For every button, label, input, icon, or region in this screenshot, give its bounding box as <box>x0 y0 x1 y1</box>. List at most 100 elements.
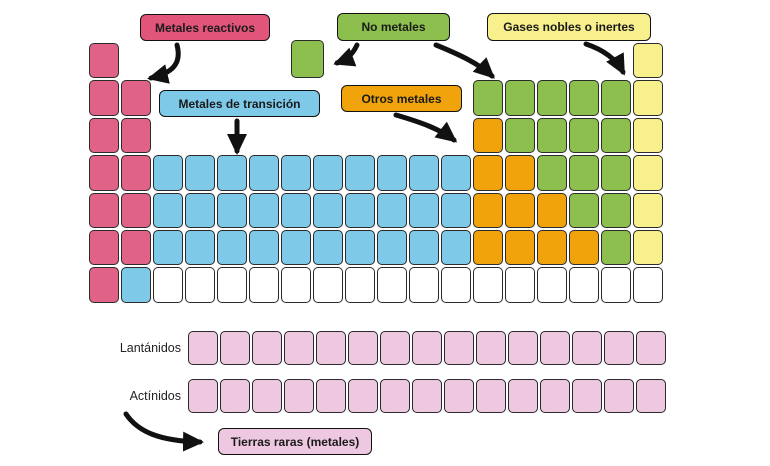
element-cell <box>348 331 378 365</box>
element-cell <box>473 267 503 303</box>
element-cell <box>569 155 599 191</box>
element-cell <box>185 192 215 228</box>
element-cell <box>444 331 474 365</box>
element-cell <box>601 117 631 154</box>
element-cell <box>313 155 343 191</box>
legend-metales-transicion: Metales de transición <box>159 90 320 117</box>
element-cell <box>377 229 407 266</box>
element-cell <box>249 155 279 191</box>
element-cell <box>217 155 247 191</box>
element-cell <box>636 379 666 413</box>
element-cell <box>249 267 279 303</box>
element-cell <box>540 331 570 365</box>
element-cell <box>441 267 471 303</box>
lanthanides-label: Lantánidos <box>119 341 181 355</box>
element-cell <box>188 379 218 413</box>
element-cell <box>217 229 247 266</box>
element-cell <box>316 331 346 365</box>
element-cell <box>313 267 343 303</box>
element-cell <box>441 229 471 266</box>
element-cell <box>537 155 567 191</box>
legend-metales-transicion-label: Metales de transición <box>178 96 301 111</box>
arrow-tierras-raras <box>123 411 204 452</box>
element-cell <box>604 379 634 413</box>
element-cell <box>252 331 282 365</box>
element-cell <box>505 192 535 228</box>
element-cell <box>601 192 631 228</box>
element-cell <box>569 192 599 228</box>
element-cell <box>89 155 119 191</box>
element-cell <box>508 331 538 365</box>
main-table <box>88 42 664 304</box>
element-cell <box>153 229 183 266</box>
element-cell <box>281 155 311 191</box>
element-cell <box>633 155 663 191</box>
element-cell <box>249 229 279 266</box>
element-cell <box>473 117 503 154</box>
element-cell <box>121 80 151 116</box>
element-cell <box>345 229 375 266</box>
element-cell <box>377 155 407 191</box>
legend-gases-nobles-label: Gases nobles o inertes <box>503 20 635 34</box>
element-cell <box>284 331 314 365</box>
element-cell <box>409 229 439 266</box>
element-cell <box>217 267 247 303</box>
element-cell <box>601 229 631 266</box>
element-cell <box>412 379 442 413</box>
element-cell <box>313 229 343 266</box>
element-cell <box>601 267 631 303</box>
lanthanides-row <box>187 330 667 366</box>
element-cell <box>441 155 471 191</box>
element-cell <box>121 117 151 154</box>
element-cell <box>377 192 407 228</box>
element-cell <box>473 192 503 228</box>
element-cell <box>89 80 119 116</box>
element-cell <box>185 155 215 191</box>
element-cell <box>249 192 279 228</box>
element-cell <box>473 229 503 266</box>
actinides-row <box>187 378 667 414</box>
element-cell <box>121 267 151 303</box>
element-cell <box>537 229 567 266</box>
element-cell <box>505 155 535 191</box>
element-cell <box>633 117 663 154</box>
element-cell <box>89 43 119 79</box>
element-cell <box>409 192 439 228</box>
legend-tierras-raras-label: Tierras raras (metales) <box>230 434 360 449</box>
element-cell <box>185 267 215 303</box>
element-cell <box>412 331 442 365</box>
element-cell <box>188 331 218 365</box>
element-cell <box>444 379 474 413</box>
element-cell <box>281 229 311 266</box>
element-cell <box>572 379 602 413</box>
element-cell <box>569 267 599 303</box>
element-cell <box>345 267 375 303</box>
element-cell <box>345 155 375 191</box>
element-cell <box>121 192 151 228</box>
element-cell <box>377 267 407 303</box>
legend-no-metales-label: No metales <box>361 20 426 34</box>
element-cell <box>476 379 506 413</box>
element-cell <box>569 117 599 154</box>
element-cell <box>89 192 119 228</box>
legend-metales-reactivos: Metales reactivos <box>140 14 270 41</box>
element-cell <box>220 379 250 413</box>
element-cell <box>601 155 631 191</box>
element-cell <box>537 267 567 303</box>
element-cell <box>633 80 663 116</box>
element-cell <box>636 331 666 365</box>
element-cell <box>633 267 663 303</box>
element-cell <box>409 267 439 303</box>
legend-otros-metales-label: Otros metales <box>361 91 442 106</box>
element-cell <box>316 379 346 413</box>
element-cell <box>89 117 119 154</box>
element-cell <box>604 331 634 365</box>
legend-tierras-raras: Tierras raras (metales) <box>218 428 372 455</box>
element-cell <box>537 117 567 154</box>
element-cell <box>121 229 151 266</box>
element-cell <box>537 80 567 116</box>
actinides-label: Actínidos <box>129 389 181 403</box>
element-cell <box>217 192 247 228</box>
element-cell <box>569 80 599 116</box>
